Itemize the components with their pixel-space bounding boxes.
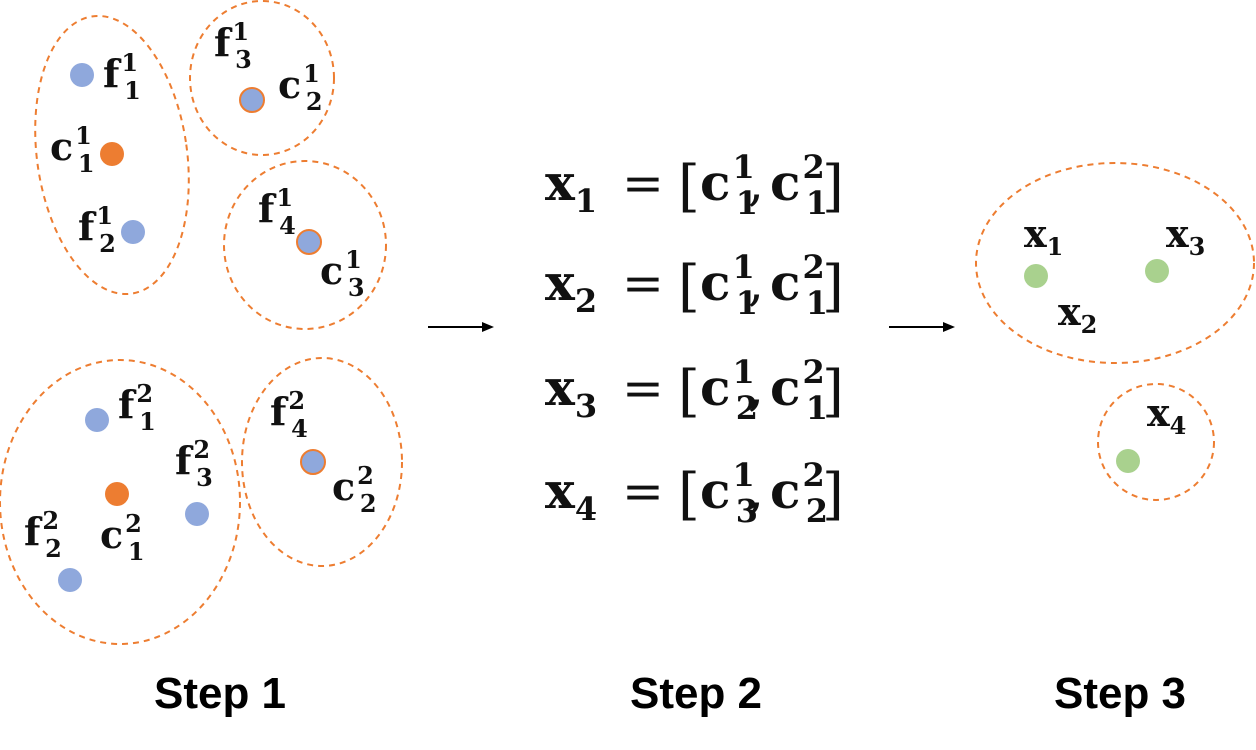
arrow-step2-to-step3 xyxy=(889,322,955,332)
svg-text:c21: c21 xyxy=(770,248,828,322)
cluster-f4-c3 xyxy=(223,160,387,330)
cluster-x1-x2-x3 xyxy=(975,162,1255,364)
svg-text:,: , xyxy=(748,462,764,520)
feature-point xyxy=(121,220,145,244)
label-x3: x3 xyxy=(1166,211,1205,261)
svg-text:c21: c21 xyxy=(770,353,828,427)
cluster-f1-c1 xyxy=(34,14,190,296)
svg-text:=: = xyxy=(622,462,664,520)
combined-point xyxy=(1145,259,1169,283)
cluster-f4set-c2 xyxy=(241,357,403,567)
svg-text:c11: c11 xyxy=(700,148,758,222)
svg-text:[: [ xyxy=(678,254,700,319)
cluster-x4 xyxy=(1097,383,1215,501)
svg-text:c22: c22 xyxy=(770,456,828,530)
label-x2: x2 xyxy=(1058,289,1097,339)
label-x4: x4 xyxy=(1147,390,1186,440)
feature-point xyxy=(185,502,209,526)
svg-text:[: [ xyxy=(678,154,700,219)
svg-text:]: ] xyxy=(822,154,844,219)
step3-panel: x1 x3 x2 x4 Step 3 xyxy=(975,162,1255,718)
arrow-step1-to-step2 xyxy=(428,322,494,332)
svg-text:c21: c21 xyxy=(770,148,828,222)
svg-text:,: , xyxy=(748,359,764,417)
svg-text:c12: c12 xyxy=(700,353,758,427)
feature-center-point xyxy=(296,229,322,255)
svg-text:]: ] xyxy=(822,254,844,319)
svg-text:=: = xyxy=(622,254,664,312)
feature-center-point xyxy=(300,449,326,475)
step2-label: Step 2 xyxy=(630,669,762,718)
combined-point xyxy=(1116,449,1140,473)
svg-text:x1: x1 xyxy=(545,153,597,220)
svg-text:c13: c13 xyxy=(700,456,758,530)
svg-text:x2: x2 xyxy=(545,253,597,320)
svg-text:=: = xyxy=(622,154,664,212)
svg-text:=: = xyxy=(622,359,664,417)
cluster-f2set-c1 xyxy=(0,359,241,645)
svg-text:,: , xyxy=(748,154,764,212)
step3-label: Step 3 xyxy=(1054,669,1186,718)
svg-text:,: , xyxy=(748,254,764,312)
feature-point xyxy=(85,408,109,432)
svg-text:[: [ xyxy=(678,359,700,424)
svg-text:]: ] xyxy=(822,462,844,527)
svg-text:]: ] xyxy=(822,359,844,424)
feature-center-point xyxy=(239,87,265,113)
center-point xyxy=(105,482,129,506)
center-point xyxy=(100,142,124,166)
svg-text:c11: c11 xyxy=(700,248,758,322)
svg-text:x4: x4 xyxy=(545,461,597,528)
cluster-f3-c2 xyxy=(189,0,335,156)
svg-text:x3: x3 xyxy=(545,358,597,425)
feature-point xyxy=(58,568,82,592)
step1-label: Step 1 xyxy=(154,669,286,718)
combined-point xyxy=(1024,264,1048,288)
label-x1: x1 xyxy=(1024,211,1063,261)
svg-text:[: [ xyxy=(678,462,700,527)
feature-point xyxy=(70,63,94,87)
